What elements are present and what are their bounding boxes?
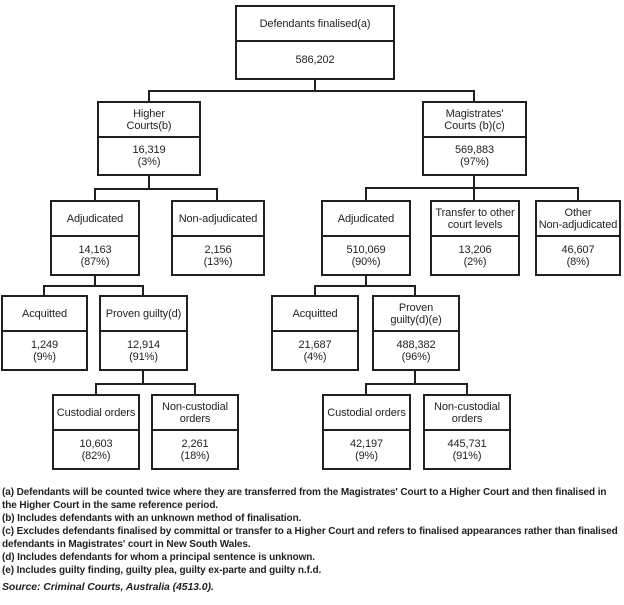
connector-line	[365, 187, 367, 201]
node-value: 21,687 (4%)	[298, 338, 332, 363]
connector-line	[365, 383, 367, 395]
node-label: Custodial orders	[324, 396, 409, 431]
node-value: 10,603 (82%)	[79, 437, 113, 462]
connector-line	[414, 370, 416, 385]
node-hc-non-custodial-orders: Non-custodial orders 2,261 (18%)	[151, 394, 239, 470]
footnote-b: (b) Includes defendants with an unknown …	[2, 513, 302, 524]
connector-line	[365, 275, 367, 286]
connector-line	[94, 188, 218, 190]
node-value: 488,382 (96%)	[396, 338, 436, 363]
node-value: 16,319 (3%)	[132, 144, 166, 168]
connector-line	[216, 188, 218, 201]
connector-line	[95, 383, 196, 385]
node-label: Transfer to other court levels	[432, 202, 518, 237]
connector-line	[365, 187, 579, 189]
node-hc-non-adjudicated: Non-adjudicated 2,156 (13%)	[171, 200, 265, 276]
node-value: 1,249 (9%)	[30, 338, 59, 363]
connector-line	[466, 383, 468, 395]
node-label: Custodial orders	[54, 396, 138, 431]
node-label: Non-custodial orders	[425, 396, 509, 431]
node-mc-proven-guilty: Proven guilty(d)(e) 488,382 (96%)	[372, 295, 460, 371]
node-label: Higher Courts(b)	[99, 103, 199, 138]
node-label: Other Non-adjudicated	[537, 202, 619, 237]
node-value: 586,202	[295, 54, 335, 66]
node-mc-acquitted: Acquitted 21,687 (4%)	[271, 295, 359, 371]
node-mc-other-non-adjudicated: Other Non-adjudicated 46,607 (8%)	[535, 200, 621, 276]
connector-line	[577, 187, 579, 201]
node-value: 12,914 (91%)	[126, 338, 161, 363]
node-label: Non-custodial orders	[153, 396, 237, 431]
connector-line	[473, 90, 475, 102]
connector-line	[365, 383, 468, 385]
node-mc-non-custodial-orders: Non-custodial orders 445,731 (91%)	[423, 394, 511, 470]
node-mc-custodial-orders: Custodial orders 42,197 (9%)	[322, 394, 411, 470]
source-line: Source: Criminal Courts, Australia (4513…	[2, 581, 214, 593]
node-label: Non-adjudicated	[173, 202, 263, 237]
node-value: 445,731 (91%)	[447, 437, 487, 462]
footnote-d: (d) Includes defendants for whom a princ…	[2, 552, 315, 563]
node-value: 510,069 (90%)	[346, 243, 386, 268]
node-label: Acquitted	[273, 297, 357, 332]
node-value: 46,607 (8%)	[561, 243, 595, 268]
footnotes: (a) Defendants will be counted twice whe…	[2, 486, 622, 577]
connector-line	[148, 175, 150, 188]
connector-line	[473, 187, 475, 201]
node-value: 2,261 (18%)	[180, 437, 210, 462]
node-label: Proven guilty(d)(e)	[374, 297, 458, 332]
connector-line	[314, 79, 316, 90]
node-label: Acquitted	[3, 297, 86, 332]
node-label: Adjudicated	[52, 202, 138, 237]
connector-line	[148, 90, 150, 102]
connector-line	[414, 285, 416, 296]
node-hc-proven-guilty: Proven guilty(d) 12,914 (91%)	[99, 295, 188, 371]
node-value: 14,163 (87%)	[78, 243, 112, 268]
node-label: Magistrates' Courts (b)(c)	[424, 103, 525, 138]
connector-line	[314, 285, 416, 287]
footnote-e: (e) Includes guilty finding, guilty plea…	[2, 565, 322, 576]
connector-line	[94, 275, 96, 286]
node-mc-adjudicated: Adjudicated 510,069 (90%)	[321, 200, 411, 276]
connector-line	[142, 285, 144, 296]
connector-line	[473, 175, 475, 187]
node-hc-adjudicated: Adjudicated 14,163 (87%)	[50, 200, 140, 276]
footnote-c: (c) Excludes defendants finalised by com…	[2, 526, 618, 550]
node-label: Defendants finalised(a)	[237, 7, 393, 42]
connector-line	[148, 90, 475, 92]
node-value: 569,883 (97%)	[454, 144, 495, 168]
node-mc-transfer-other-courts: Transfer to other court levels 13,206 (2…	[430, 200, 520, 276]
node-higher-courts: Higher Courts(b) 16,319 (3%)	[97, 101, 201, 176]
connector-line	[95, 383, 97, 395]
node-hc-acquitted: Acquitted 1,249 (9%)	[1, 295, 88, 371]
connector-line	[43, 285, 45, 296]
connector-line	[94, 188, 96, 201]
connector-line	[142, 370, 144, 385]
node-value: 13,206 (2%)	[458, 243, 492, 268]
connector-line	[194, 383, 196, 395]
connector-line	[314, 285, 316, 296]
connector-line	[43, 285, 144, 287]
node-hc-custodial-orders: Custodial orders 10,603 (82%)	[52, 394, 140, 470]
node-label: Proven guilty(d)	[101, 297, 186, 332]
footnote-a: (a) Defendants will be counted twice whe…	[2, 487, 607, 511]
node-value: 42,197 (9%)	[349, 437, 384, 462]
node-defendants-finalised: Defendants finalised(a) 586,202	[235, 5, 395, 80]
node-label: Adjudicated	[323, 202, 409, 237]
node-value: 2,156 (13%)	[203, 243, 233, 268]
node-magistrates-courts: Magistrates' Courts (b)(c) 569,883 (97%)	[422, 101, 527, 176]
